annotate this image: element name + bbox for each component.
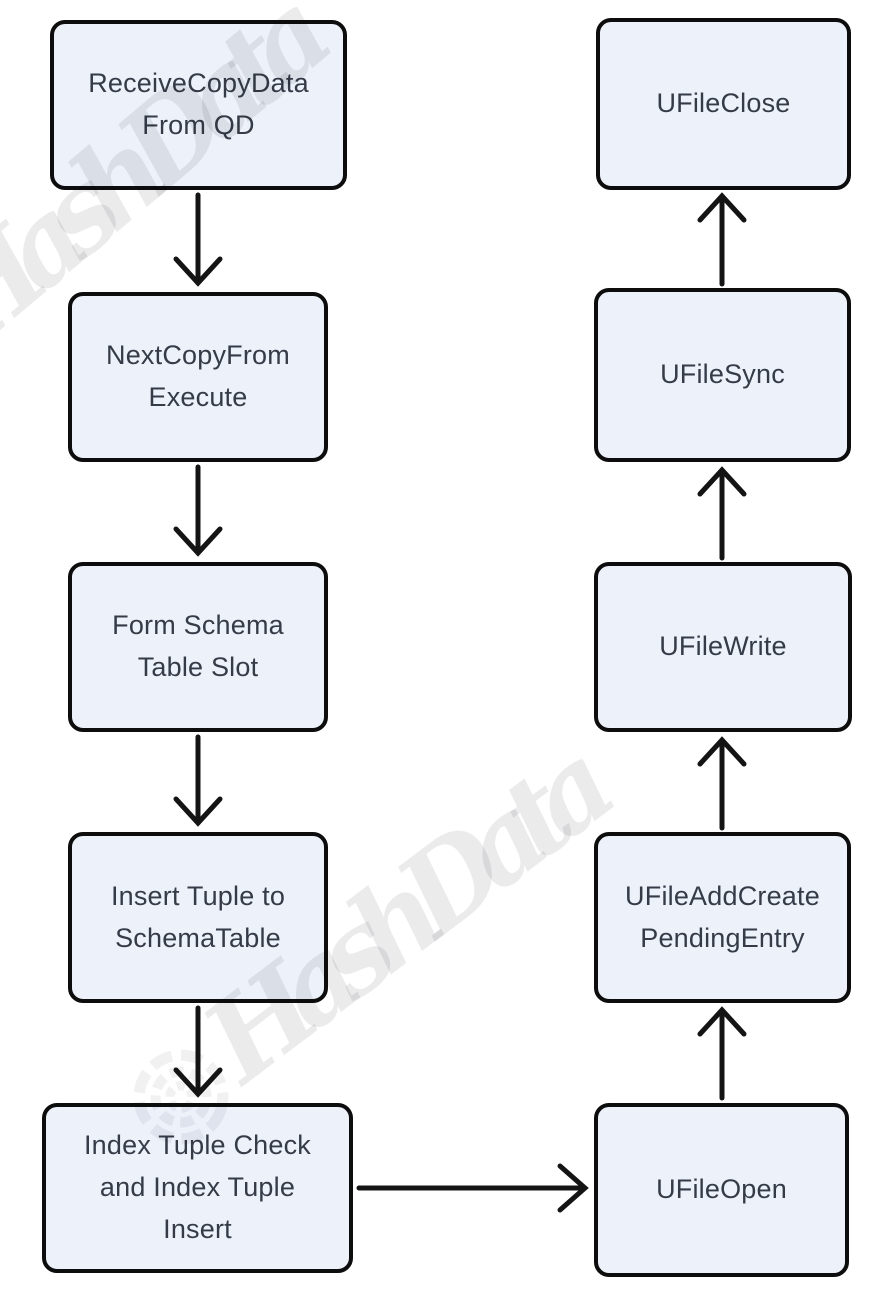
- node-label: UFileAddCreate PendingEntry: [625, 880, 820, 953]
- node-label: UFileWrite: [659, 631, 787, 662]
- node-form-schema-table-slot: Form Schema Table Slot: [68, 562, 328, 732]
- node-ufile-close: UFileClose: [596, 18, 851, 190]
- node-label: ReceiveCopyData From QD: [88, 68, 309, 140]
- arrow-up-2: [697, 736, 747, 831]
- node-label: UFileSync: [660, 359, 785, 390]
- node-label: NextCopyFrom Execute: [106, 340, 290, 412]
- node-index-tuple-check-and-insert: Index Tuple Check and Index Tuple Insert: [42, 1103, 353, 1273]
- arrow-down-1: [173, 192, 223, 287]
- arrow-up-4: [697, 192, 747, 287]
- node-next-copy-from-execute: NextCopyFrom Execute: [68, 292, 328, 462]
- node-receive-copy-data-from-qd: ReceiveCopyData From QD: [50, 20, 347, 190]
- arrow-down-2: [173, 464, 223, 557]
- arrow-down-3: [173, 734, 223, 827]
- node-ufile-write: UFileWrite: [594, 562, 852, 732]
- node-ufile-open: UFileOpen: [594, 1103, 849, 1277]
- arrow-up-1: [697, 1006, 747, 1101]
- node-label: Index Tuple Check and Index Tuple Insert: [83, 1130, 312, 1244]
- node-ufile-add-create-pending-entry: UFileAddCreate PendingEntry: [594, 832, 851, 1003]
- node-label: UFileOpen: [656, 1174, 787, 1205]
- node-ufile-sync: UFileSync: [594, 288, 851, 462]
- arrow-right-bridge: [356, 1163, 589, 1213]
- arrow-down-4: [173, 1005, 223, 1098]
- arrow-up-3: [697, 466, 747, 561]
- node-label: Insert Tuple to SchemaTable: [110, 880, 286, 953]
- node-label: Form Schema Table Slot: [112, 610, 284, 682]
- node-label: UFileClose: [656, 88, 791, 119]
- node-insert-tuple-to-schema-table: Insert Tuple to SchemaTable: [68, 832, 328, 1003]
